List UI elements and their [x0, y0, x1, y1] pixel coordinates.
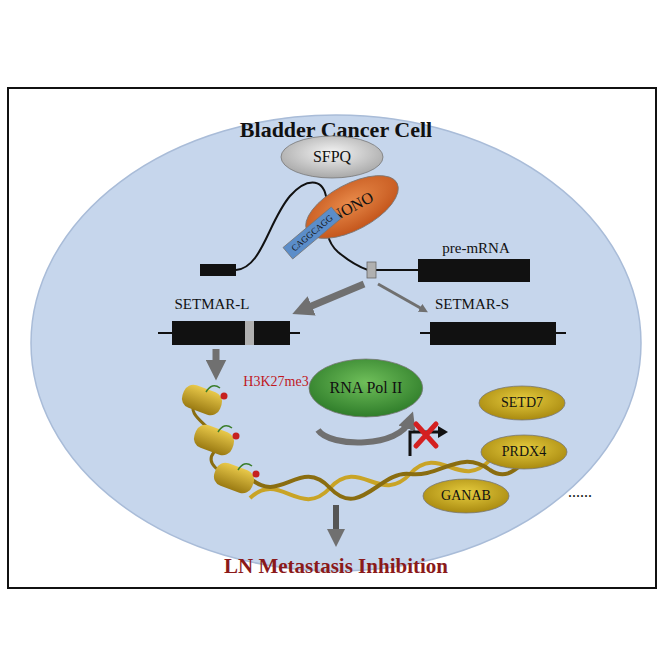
protein-ellipse: PRDX4 — [480, 434, 568, 470]
rotation-arrow — [318, 420, 410, 442]
setmar-l-bar — [172, 321, 290, 345]
mark-label: H3K27me3 — [243, 374, 308, 390]
node-label-wrap: PRDX4 — [502, 444, 546, 460]
protein-ellipse: SFPQ — [280, 135, 384, 179]
nucleosome — [211, 460, 259, 496]
protein-ellipse: SETD7 — [478, 385, 566, 421]
node-label-wrap: SFPQ — [313, 148, 351, 166]
isoform-label: SETMAR-S — [435, 296, 509, 313]
transcript-label: pre-mRNA — [442, 240, 510, 257]
cell — [31, 115, 641, 571]
node-label-wrap: GANAB — [441, 488, 491, 504]
node-label: GANAB — [441, 488, 491, 504]
node-label-wrap: SETD7 — [501, 395, 543, 411]
node-label: RNA Pol II — [330, 379, 403, 397]
splice-arrow — [302, 284, 364, 310]
protein-ellipse: RNA Pol II — [308, 358, 424, 418]
alt-exon — [367, 262, 376, 278]
block-cross — [416, 424, 436, 446]
ellipsis: ...... — [568, 483, 592, 501]
down-arrow — [213, 349, 220, 370]
node-label: PRDX4 — [502, 444, 546, 460]
alt-exon — [245, 321, 254, 345]
exon — [200, 264, 236, 276]
node-label: SFPQ — [313, 148, 351, 166]
node-label: SETD7 — [501, 395, 543, 411]
protein-ellipse: GANAB — [422, 478, 510, 514]
isoform-label: SETMAR-L — [175, 296, 250, 313]
outcome-label: LN Metastasis Inhibition — [224, 554, 448, 579]
frame — [8, 88, 656, 588]
splice-arrow — [378, 284, 424, 310]
setmar-s-bar — [430, 322, 556, 345]
node-label-wrap: RNA Pol II — [330, 379, 403, 397]
nucleosome — [179, 382, 227, 418]
nucleosome — [191, 422, 239, 458]
down-arrow — [333, 505, 339, 538]
exon — [418, 259, 530, 282]
